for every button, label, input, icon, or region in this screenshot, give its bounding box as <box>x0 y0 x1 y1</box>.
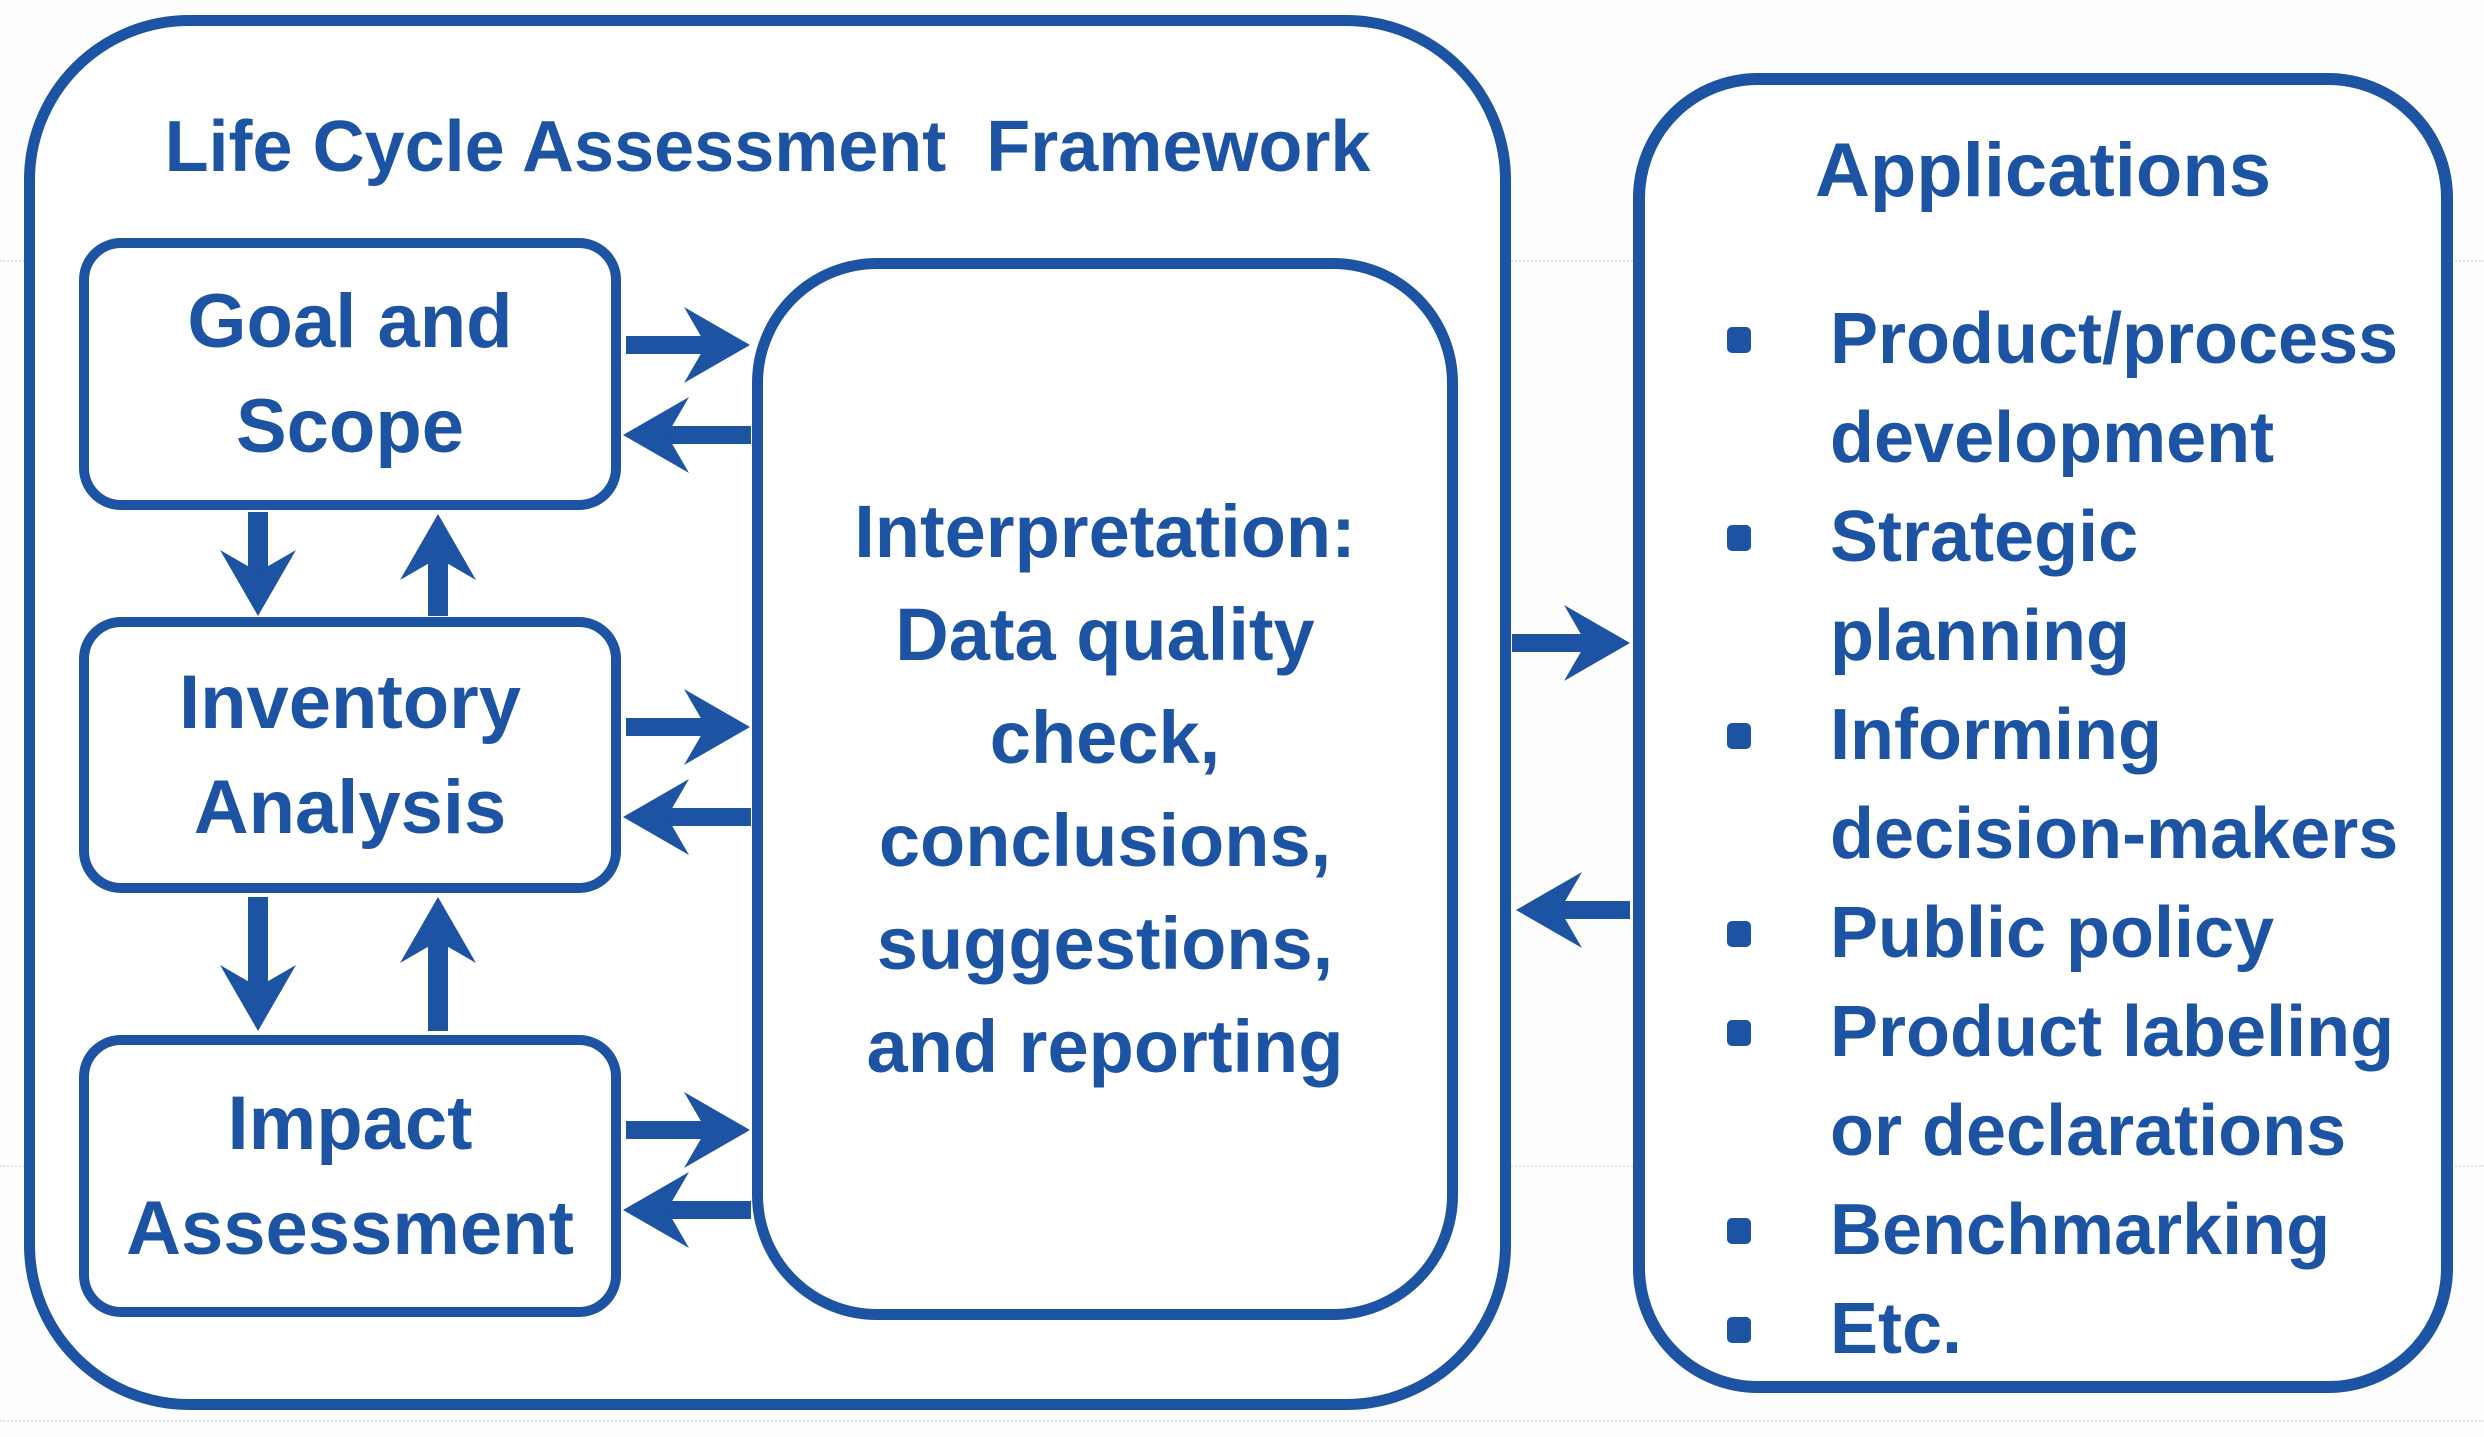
applications-panel: Applications Product/process development… <box>1633 73 2453 1393</box>
impact-assessment-box: Impact Assessment <box>79 1035 621 1317</box>
list-item: Benchmarking <box>1725 1181 2440 1280</box>
square-bullet-icon <box>1727 921 1751 947</box>
impact-assessment-label: Impact Assessment <box>126 1081 574 1271</box>
square-bullet-icon <box>1727 1020 1751 1046</box>
goal-and-scope-label: Goal and Scope <box>187 279 513 469</box>
list-item-label: Informing decision-makers <box>1830 695 2399 874</box>
applications-title: Applications <box>1814 128 2272 213</box>
arrow-applications-to-framework <box>1516 872 1630 948</box>
interpretation-label: Interpretation: Data quality check, conc… <box>854 490 1356 1088</box>
square-bullet-icon <box>1727 525 1751 551</box>
interpretation-box: Interpretation: Data quality check, conc… <box>752 258 1458 1320</box>
list-item: Product/process development <box>1725 290 2440 488</box>
list-item: Product labeling or declarations <box>1725 983 2440 1181</box>
list-item: Informing decision-makers <box>1725 686 2440 884</box>
grid-artifact-line <box>0 1420 2484 1422</box>
inventory-analysis-label: Inventory Analysis <box>178 660 522 850</box>
list-item: Strategic planning <box>1725 488 2440 686</box>
square-bullet-icon <box>1727 327 1751 353</box>
list-item-label: Product/process development <box>1830 299 2399 478</box>
arrow-framework-to-applications <box>1512 605 1630 681</box>
square-bullet-icon <box>1727 1218 1751 1244</box>
list-item-label: Strategic planning <box>1830 497 2139 676</box>
goal-and-scope-box: Goal and Scope <box>79 238 621 510</box>
list-item-label: Public policy <box>1830 893 2275 973</box>
inventory-analysis-box: Inventory Analysis <box>79 617 621 893</box>
list-item: Etc. <box>1725 1280 2440 1379</box>
list-item-label: Etc. <box>1830 1289 1963 1369</box>
list-item: Public policy <box>1725 884 2440 983</box>
square-bullet-icon <box>1727 723 1751 749</box>
list-item-label: Benchmarking <box>1830 1190 2331 1270</box>
applications-list: Product/process development Strategic pl… <box>1725 290 2425 1379</box>
framework-title: Life Cycle Assessment Framework <box>164 107 1371 187</box>
square-bullet-icon <box>1727 1317 1751 1343</box>
list-item-label: Product labeling or declarations <box>1830 992 2395 1171</box>
